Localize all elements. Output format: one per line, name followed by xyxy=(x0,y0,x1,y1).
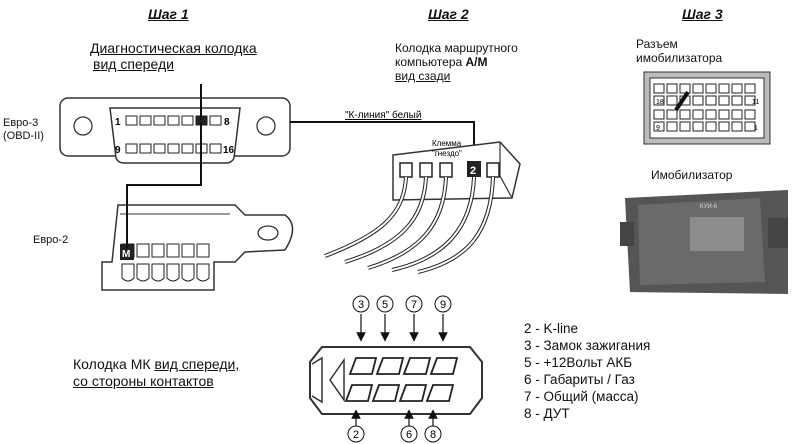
trip-computer-connector: Клемма "гнездо" 2 xyxy=(324,139,521,274)
obd2-pin-9-label: 9 xyxy=(115,145,121,156)
trip-title-line2: компьютера А/М xyxy=(395,55,518,69)
immobilizer-device: КУИ-6 xyxy=(620,190,788,294)
obd2-line: (OBD-II) xyxy=(3,130,44,142)
mk-title-line1: Колодка МК вид спереди, xyxy=(73,356,239,373)
mk-title-line2: со стороны контактов xyxy=(73,373,214,389)
euro2-pin-row-bottom xyxy=(121,263,210,282)
trip-title-line2-text: компьютера xyxy=(395,55,466,69)
immo-pin-9-label: 9 xyxy=(656,125,660,132)
immobilizer-device-label: КУИ-6 xyxy=(700,204,718,210)
immobilizer-label: Имобилизатор xyxy=(651,168,733,182)
legend-item: 6 - Габариты / Газ xyxy=(524,372,635,387)
trip-title-line2-bold: А/М xyxy=(465,55,488,69)
clamp-pin-label: 2 xyxy=(470,165,476,177)
k-line-wire-label: "К-линия" белый xyxy=(345,109,421,121)
immobilizer-connector: 18 11 9 1 xyxy=(643,71,771,145)
legend-item: 5 - +12Вольт АКБ xyxy=(524,355,633,370)
legend-item: 7 - Общий (масса) xyxy=(524,389,639,404)
legend-item: 3 - Замок зажигания xyxy=(524,338,651,353)
step-1-heading: Шаг 1 xyxy=(148,6,189,22)
trip-title-line1: Колодка маршрутного xyxy=(395,41,518,55)
mk-pin-5-label: 5 xyxy=(382,299,388,311)
mk-pin-3-label: 3 xyxy=(358,299,364,311)
euro3-line: Евро-3 xyxy=(3,117,39,129)
step-3-heading: Шаг 3 xyxy=(682,6,723,22)
mk-pin-9-label: 9 xyxy=(440,299,446,311)
clamp-label-line2: "гнездо" xyxy=(432,149,462,158)
trip-computer-connector-title: Колодка маршрутного компьютера А/М вид с… xyxy=(395,41,518,83)
mk-pin-7-label: 7 xyxy=(411,299,417,311)
mk-pin-6-label: 6 xyxy=(406,429,412,441)
trip-title-line3: вид сзади xyxy=(395,69,451,83)
mk-pin-8-label: 8 xyxy=(430,429,436,441)
obd2-pin-1-label: 1 xyxy=(115,117,121,128)
mk-connector: 3 5 7 9 2 6 8 xyxy=(309,295,483,443)
mk-title-prefix: Колодка МК xyxy=(73,356,155,372)
mk-title-underlined: вид спереди, xyxy=(154,356,240,372)
obd2-pin-row-bottom xyxy=(125,143,222,154)
immo-pin-11-label: 11 xyxy=(752,99,759,106)
legend-item: 8 - ДУТ xyxy=(524,406,570,421)
legend-item: 2 - K-line xyxy=(524,321,579,336)
immo-connector-line1: Разъем xyxy=(636,37,678,51)
euro3-label: Евро-3 (OBD-II) xyxy=(3,117,44,143)
mk-connector-title: Колодка МК вид спереди, со стороны конта… xyxy=(73,356,239,390)
step-2-heading: Шаг 2 xyxy=(428,6,469,22)
obd2-pin-8-label: 8 xyxy=(224,117,230,128)
diag-connector-title: Диагностическая колодка xyxy=(90,40,257,56)
immo-connector-line2: имобилизатора xyxy=(636,51,723,65)
mk-pin-2-label: 2 xyxy=(353,429,359,441)
immobilizer-connector-title: Разъем имобилизатора xyxy=(636,37,722,65)
euro2-connector: М xyxy=(101,204,294,291)
pin-legend: 2 - K-line 3 - Замок зажигания 5 - +12Во… xyxy=(524,320,650,422)
euro2-pin-m-label: М xyxy=(122,249,130,260)
immo-pin-1-label: 1 xyxy=(754,125,758,132)
immo-pin-18-label: 18 xyxy=(656,99,664,106)
diag-connector-subtitle: вид спереди xyxy=(93,56,174,72)
obd2-pin-row-top xyxy=(125,115,222,126)
clamp-label-line1: Клемма xyxy=(432,139,462,148)
obd2-pin-16-label: 16 xyxy=(223,145,235,156)
obd2-connector: 1 8 9 16 xyxy=(59,97,291,164)
euro2-label: Евро-2 xyxy=(33,234,69,246)
